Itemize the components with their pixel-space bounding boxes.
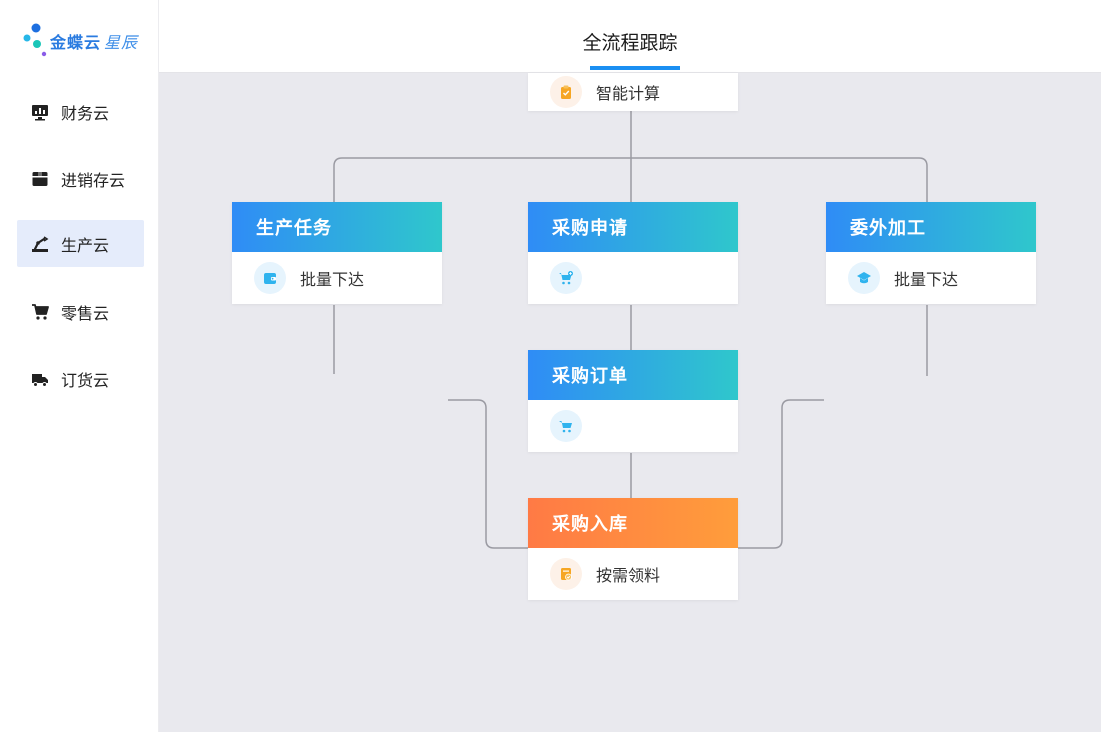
- logo-dots-icon: [23, 23, 47, 57]
- sidebar-item-label: 进销存云: [61, 170, 126, 190]
- node-title: 采购订单: [528, 350, 738, 400]
- node-purchase-request[interactable]: 采购申请: [528, 202, 738, 304]
- node-body-label: 按需领料: [596, 566, 661, 585]
- cart-icon: [32, 303, 49, 320]
- sidebar-item-label: 财务云: [61, 103, 110, 123]
- node-body-label: 批量下达: [894, 270, 959, 289]
- sidebar-item-label: 零售云: [61, 303, 110, 323]
- node-purchase-order[interactable]: 采购订单: [528, 350, 738, 452]
- truck-icon: [32, 373, 48, 387]
- node-title: 生产任务: [232, 202, 442, 252]
- monitor-chart-icon: [32, 104, 48, 120]
- title-tab-indicator: [590, 66, 680, 70]
- node-title: 委外加工: [826, 202, 1036, 252]
- node-title: 采购入库: [528, 498, 738, 548]
- document-check-icon: [550, 558, 582, 590]
- cap-icon: [848, 262, 880, 294]
- logo-brand-text: 金蝶云: [50, 33, 102, 52]
- sidebar-item-label: 订货云: [61, 370, 110, 390]
- sidebar: 金蝶云星辰 财务云 进销存云 生产云: [0, 0, 159, 732]
- node-body-label: 批量下达: [300, 270, 365, 289]
- node-production-task[interactable]: 生产任务 批量下达: [232, 202, 442, 304]
- node-smart-calculation[interactable]: 智能计算: [528, 73, 738, 111]
- sidebar-item-label: 生产云: [61, 235, 110, 255]
- robot-arm-icon: [32, 235, 49, 252]
- sidebar-item-inventory[interactable]: 进销存云: [17, 155, 144, 202]
- wallet-icon: [254, 262, 286, 294]
- node-purchase-inbound[interactable]: 采购入库 按需领料: [528, 498, 738, 600]
- node-outsourcing[interactable]: 委外加工 批量下达: [826, 202, 1036, 304]
- logo-edition-text: 星辰: [104, 33, 139, 52]
- sidebar-item-production[interactable]: 生产云: [17, 220, 144, 267]
- cart-icon: [550, 410, 582, 442]
- sidebar-item-finance[interactable]: 财务云: [17, 88, 144, 135]
- page-header: 全流程跟踪: [159, 0, 1101, 73]
- box-icon: [32, 171, 48, 186]
- brand-logo[interactable]: 金蝶云星辰: [22, 22, 152, 58]
- sidebar-item-retail[interactable]: 零售云: [17, 288, 144, 335]
- node-title: 采购申请: [528, 202, 738, 252]
- node-body-label: 智能计算: [596, 84, 661, 103]
- clipboard-icon: [550, 76, 582, 108]
- sidebar-item-ordering[interactable]: 订货云: [17, 355, 144, 402]
- cart-plus-icon: [550, 262, 582, 294]
- page-title: 全流程跟踪: [582, 32, 678, 54]
